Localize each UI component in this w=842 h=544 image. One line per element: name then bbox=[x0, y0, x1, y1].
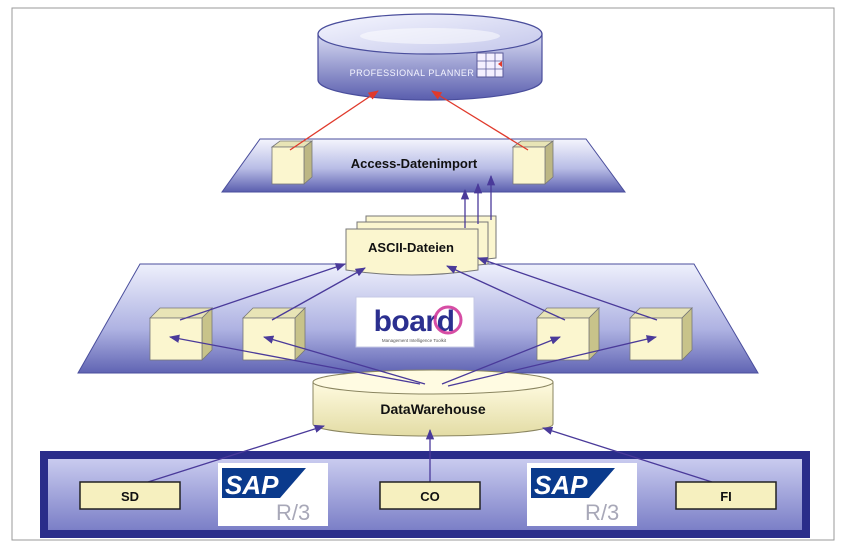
module-box-co: CO bbox=[379, 481, 481, 510]
datawarehouse-cylinder bbox=[312, 369, 554, 437]
arrow-cube2-to-ascii bbox=[271, 267, 366, 321]
arrow-access-to-planner-right bbox=[431, 90, 529, 151]
ascii-label: ASCII-Dateien bbox=[368, 240, 454, 255]
arrow-access-to-planner-left bbox=[289, 90, 379, 151]
module-box-fi: FI bbox=[675, 481, 777, 510]
sap-logo-suffix-2: R/3 bbox=[585, 500, 619, 525]
module-label-sd: SD bbox=[121, 489, 139, 504]
board-cube-3 bbox=[536, 307, 600, 361]
arrow-cube4-to-ascii bbox=[477, 257, 658, 321]
planner-grid-icon bbox=[476, 52, 504, 78]
ascii-files-stack bbox=[345, 215, 497, 276]
sap-logo-1: SAP R/3 bbox=[218, 463, 328, 526]
arrow-dw-to-cube2 bbox=[263, 335, 426, 385]
arrow-cube1-to-ascii bbox=[179, 263, 346, 321]
access-box-right bbox=[511, 140, 555, 185]
sap-logo-2: SAP R/3 bbox=[527, 463, 637, 526]
module-label-fi: FI bbox=[720, 489, 732, 504]
access-label: Access-Datenimport bbox=[351, 156, 478, 171]
sap-logo-text-2: SAP bbox=[534, 470, 588, 500]
arrow-dw-to-cube1 bbox=[168, 334, 421, 385]
module-label-co: CO bbox=[420, 489, 440, 504]
board-tagline: Management Intelligence Toolkit bbox=[382, 338, 447, 343]
datawarehouse-label: DataWarehouse bbox=[380, 401, 486, 417]
access-box-left bbox=[270, 140, 314, 185]
arrow-fi-to-dw bbox=[542, 426, 713, 483]
board-logo: board Management Intelligence Toolkit bbox=[355, 296, 475, 348]
board-cube-4 bbox=[629, 307, 693, 361]
arrow-cube3-to-ascii bbox=[446, 265, 566, 321]
sap-logo-suffix-1: R/3 bbox=[276, 500, 310, 525]
arrow-dw-to-cube3 bbox=[441, 336, 561, 385]
arrow-dw-to-cube4 bbox=[447, 335, 658, 387]
professional-planner-cylinder: PROFESSIONAL PLANNER bbox=[317, 13, 543, 101]
board-cube-1 bbox=[149, 307, 213, 361]
sap-logo-text-1: SAP bbox=[225, 470, 279, 500]
board-cube-2 bbox=[242, 307, 306, 361]
arrow-sd-to-dw bbox=[147, 424, 325, 483]
module-box-sd: SD bbox=[79, 481, 181, 510]
planner-label: PROFESSIONAL PLANNER bbox=[350, 68, 475, 78]
